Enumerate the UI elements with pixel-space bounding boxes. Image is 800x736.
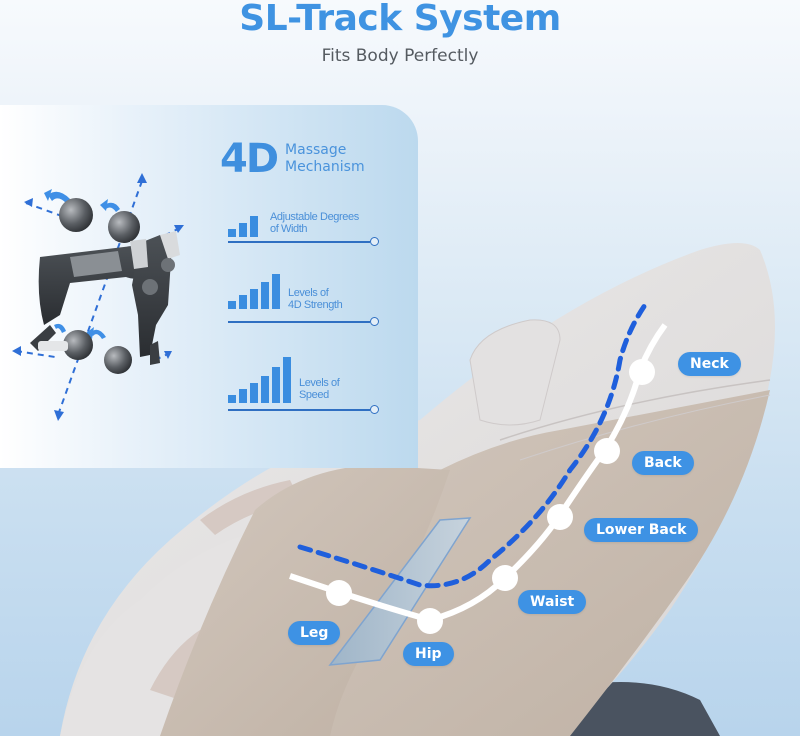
track-node-hip [417,608,443,634]
feature-strength-divider [228,321,370,323]
chair-control-strip [328,517,472,666]
feature-speed: Levels of Speed [228,353,380,414]
signal-bars-icon [228,357,291,403]
track-node-leg [326,580,352,606]
track-label-hip: Hip [403,642,454,666]
track-node-neck [629,359,655,385]
mechanism-label: Massage Mechanism [285,142,365,175]
track-label-neck: Neck [678,352,741,376]
feature-strength: Levels of 4D Strength [228,273,380,326]
page-subtitle: Fits Body Perfectly [321,46,479,66]
mechanism-badge: 4D [220,136,279,182]
feature-width-divider [228,241,370,243]
feature-strength-knob [370,317,379,326]
signal-bars-icon [228,274,280,309]
massage-mechanism-panel: 4D Massage Mechanism Adjustable Degrees … [0,105,418,468]
feature-width-knob [370,237,379,246]
feature-speed-divider [228,409,370,411]
chair-headrest [469,319,561,426]
feature-strength-label: Levels of 4D Strength [288,287,343,311]
track-label-back: Back [632,451,694,475]
feature-speed-knob [370,405,379,414]
signal-bars-icon [228,216,258,237]
track-label-lower-back: Lower Back [584,518,699,542]
feature-width-label: Adjustable Degrees of Width [270,211,359,235]
chair-leg-panel [160,465,450,736]
secondary-track-path [297,302,648,589]
track-label-waist: Waist [518,590,587,614]
track-node-back [594,438,620,464]
feature-speed-label: Levels of Speed [299,377,340,401]
track-node-waist [492,565,518,591]
feature-width: Adjustable Degrees of Width [228,207,380,246]
page-title: SL-Track System [239,0,561,39]
mechanism-heading: 4D Massage Mechanism [220,139,365,179]
massage-roller-mechanism-image [12,173,184,421]
track-label-leg: Leg [288,621,341,645]
track-node-lower-back [547,504,573,530]
